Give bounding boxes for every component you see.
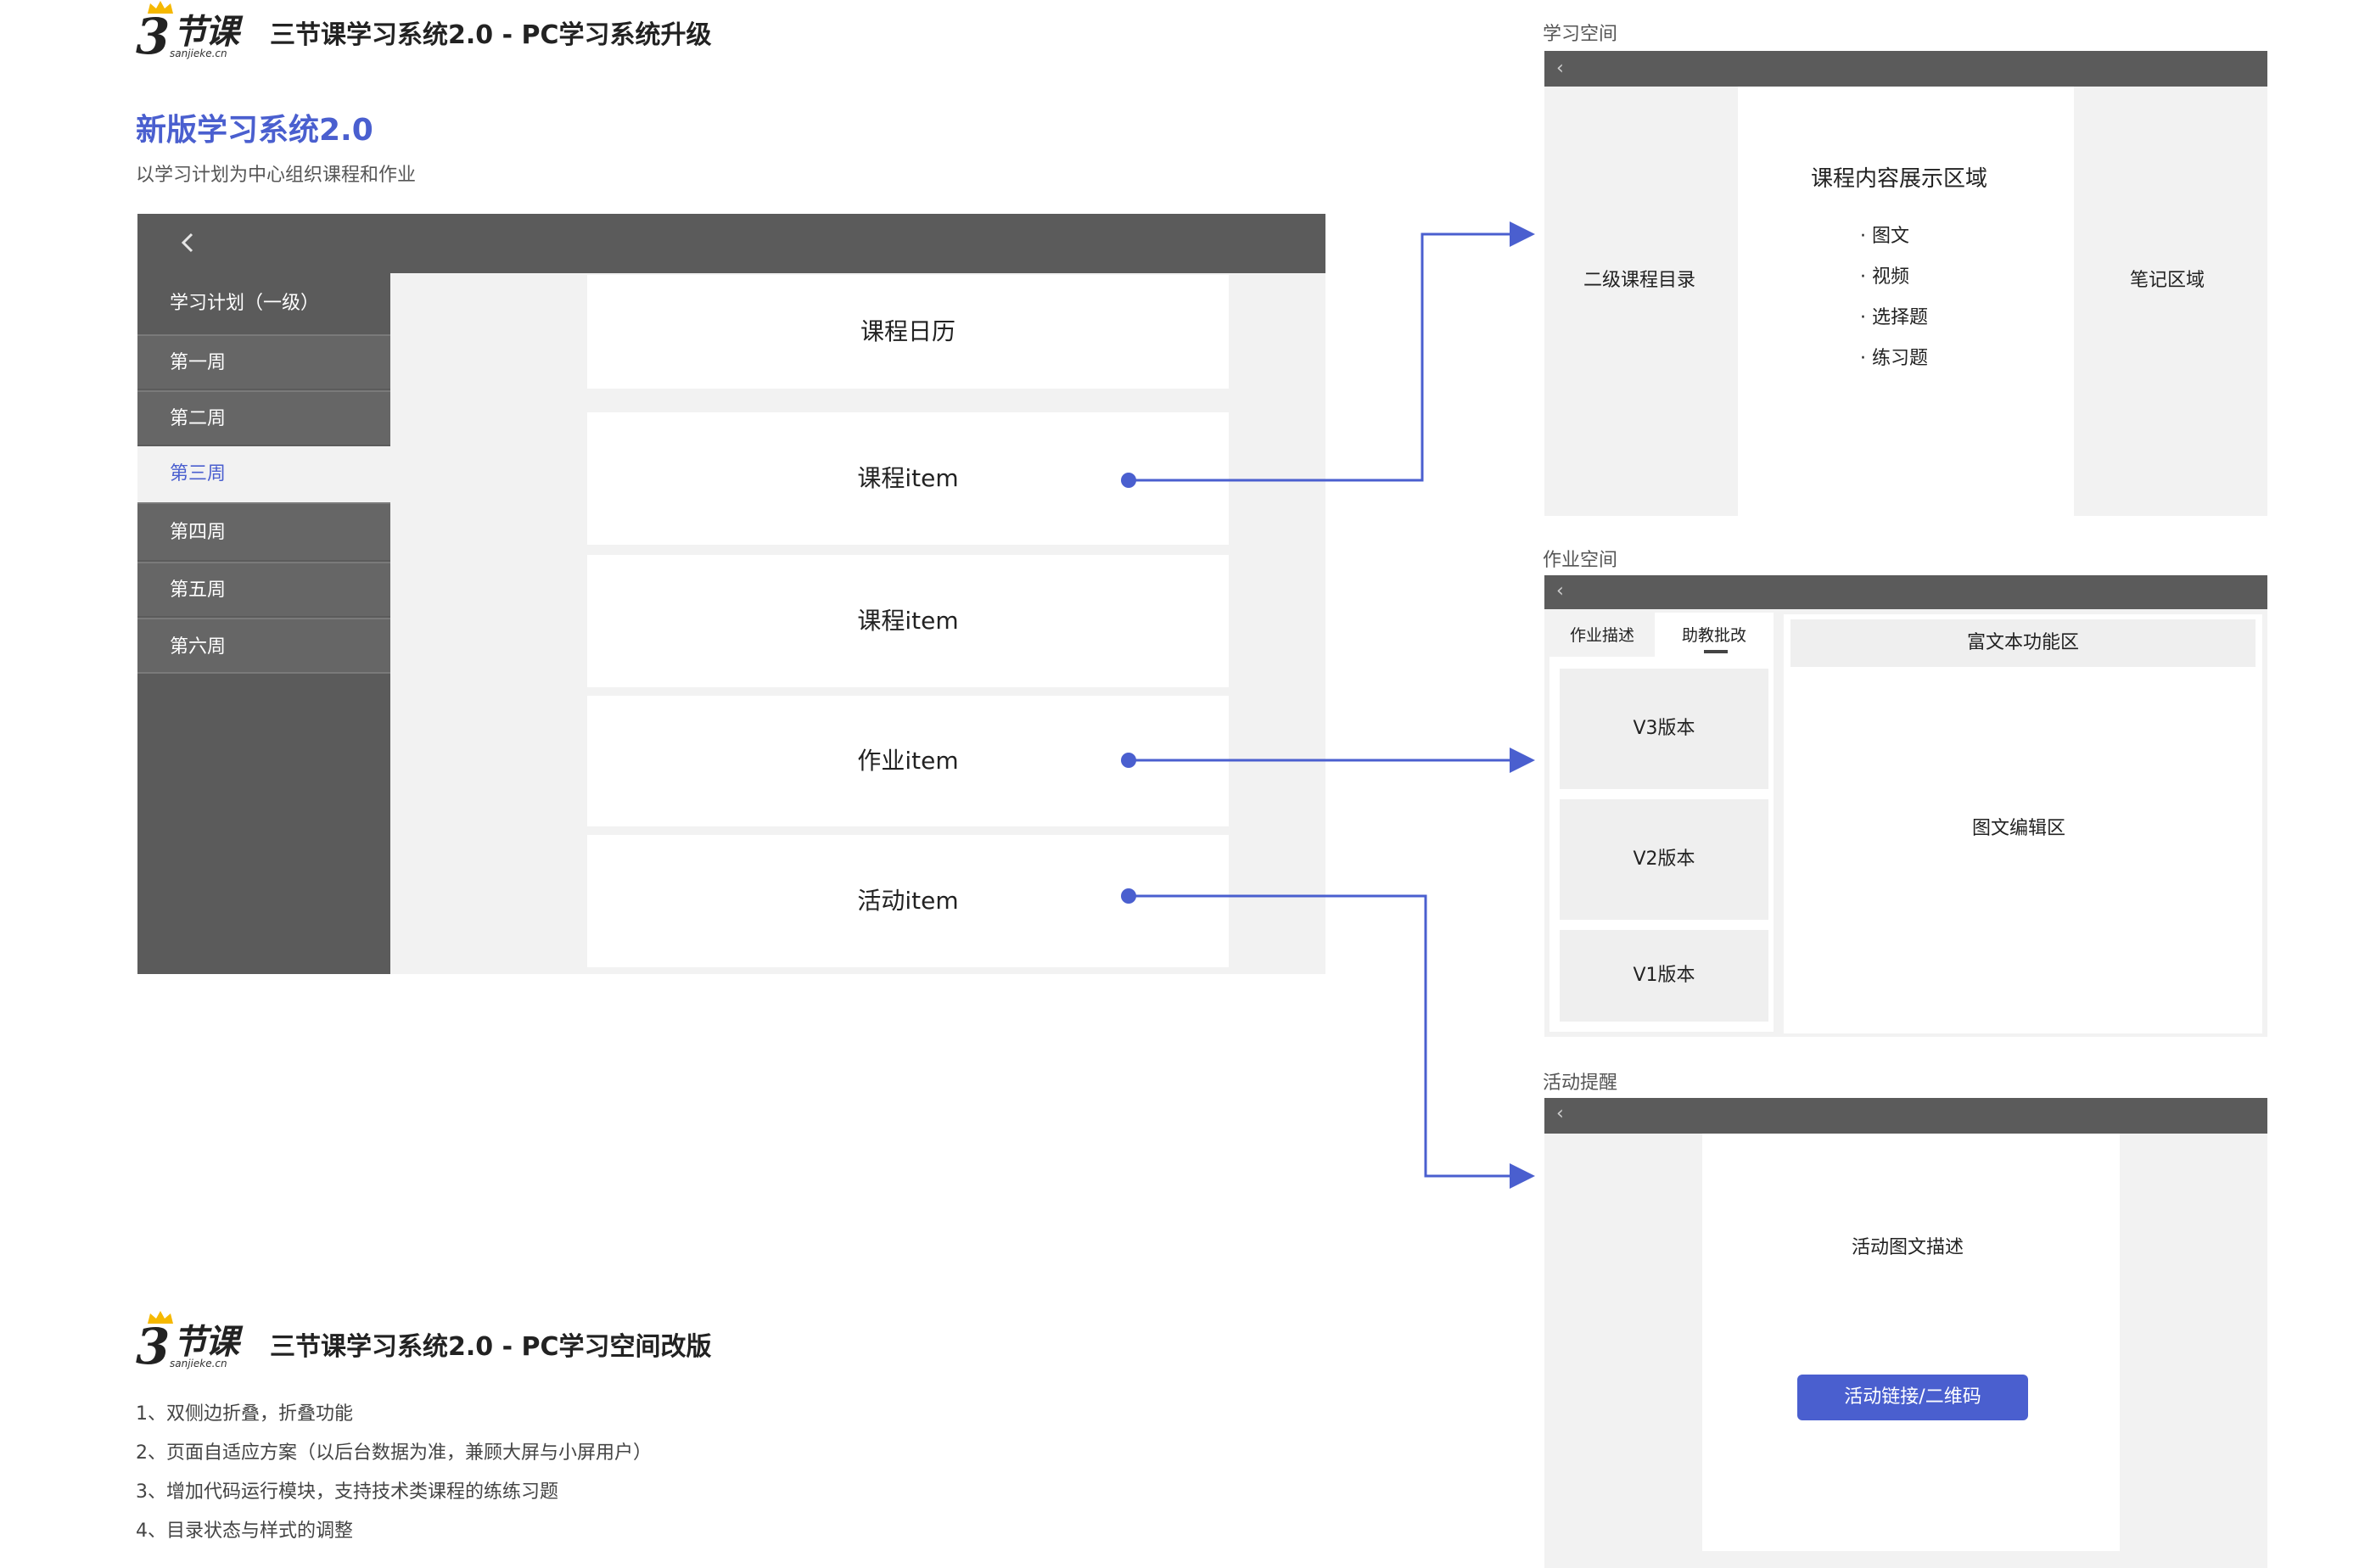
- activity-description: 活动图文描述: [1852, 1237, 1964, 1258]
- arrow-to-activity: [1129, 894, 1535, 1189]
- note-item: 3、增加代码运行模块，支持技术类课程的练练习题: [136, 1481, 558, 1503]
- activity-link-button[interactable]: 活动链接/二维码: [1797, 1375, 2028, 1420]
- homework-space-topbar: [1544, 575, 2267, 609]
- activity-topbar: [1544, 1098, 2267, 1134]
- note-item: 1、双侧边折叠，折叠功能: [136, 1403, 353, 1425]
- study-space-topbar: [1544, 51, 2267, 87]
- course-item-card[interactable]: 课程item: [587, 555, 1229, 687]
- homework-item-dot: [1121, 753, 1136, 768]
- logo-domain: sanjieke.cn: [170, 1358, 227, 1369]
- course-calendar-card[interactable]: 课程日历: [587, 275, 1229, 389]
- rich-text-toolbar[interactable]: 富文本功能区: [1790, 619, 2256, 667]
- sidebar-item-week-3[interactable]: 第三周: [137, 446, 390, 502]
- chevron-left-icon[interactable]: ‹: [1556, 58, 1564, 79]
- study-space-center: [1738, 87, 2074, 512]
- sidebar-item-week-5[interactable]: 第五周: [137, 562, 390, 616]
- back-button[interactable]: [170, 226, 204, 260]
- brand-logo: 3 节课 sanjieke.cn: [136, 1310, 246, 1371]
- intro-subtitle: 以学习计划为中心组织课程和作业: [136, 165, 417, 186]
- notes-area-label: 笔记区域: [2130, 270, 2205, 291]
- activity-content: [1702, 1134, 2120, 1551]
- study-space-label: 学习空间: [1543, 24, 1618, 45]
- version-item[interactable]: V1版本: [1560, 930, 1768, 1022]
- crown-icon: [148, 1, 173, 14]
- brand-logo: 3 节课 sanjieke.cn: [136, 0, 246, 61]
- header-title: 三节课学习系统2.0 - PC学习系统升级: [270, 20, 712, 50]
- activity-label: 活动提醒: [1543, 1072, 1618, 1094]
- study-space-left: [1544, 87, 1738, 516]
- study-space-right: [2074, 87, 2267, 516]
- logo-domain: sanjieke.cn: [170, 48, 227, 59]
- homework-tab-active-bg: [1655, 613, 1774, 657]
- logo-name: 节课: [173, 1323, 239, 1362]
- arrow-to-study-space: [1129, 221, 1535, 482]
- sidebar-plan-label: 学习计划（一级）: [137, 273, 390, 334]
- course-item-dot: [1121, 473, 1136, 488]
- chevron-left-icon[interactable]: ‹: [1556, 580, 1564, 602]
- content-type-item: · 图文: [1860, 226, 1909, 247]
- logo-number: 3: [136, 8, 171, 65]
- tab-homework-description[interactable]: 作业描述: [1569, 626, 1634, 645]
- chevron-left-icon: [181, 232, 193, 253]
- note-item: 2、页面自适应方案（以后台数据为准，兼顾大屏与小屏用户）: [136, 1442, 652, 1464]
- main-topbar: [137, 214, 1325, 273]
- version-item[interactable]: V3版本: [1560, 669, 1768, 789]
- course-item-card[interactable]: 课程item: [587, 412, 1229, 545]
- crown-icon: [148, 1311, 173, 1324]
- activity-item-card[interactable]: 活动item: [587, 835, 1229, 967]
- note-item: 4、目录状态与样式的调整: [136, 1520, 353, 1542]
- editor-area: [1784, 614, 2262, 1033]
- content-type-item: · 视频: [1860, 266, 1909, 288]
- sidebar-item-week-2[interactable]: 第二周: [137, 390, 390, 445]
- logo-name: 节课: [173, 13, 239, 52]
- homework-space-label: 作业空间: [1543, 550, 1618, 571]
- content-type-item: · 选择题: [1860, 307, 1928, 328]
- editor-label[interactable]: 图文编辑区: [1972, 818, 2066, 839]
- tab-active-indicator: [1704, 650, 1728, 653]
- sidebar-item-week-4[interactable]: 第四周: [137, 502, 390, 560]
- content-type-item: · 练习题: [1860, 348, 1928, 369]
- version-item[interactable]: V2版本: [1560, 799, 1768, 920]
- tab-ta-review[interactable]: 助教批改: [1681, 626, 1746, 645]
- logo-number: 3: [136, 1318, 171, 1375]
- activity-item-dot: [1121, 888, 1136, 904]
- chevron-left-icon[interactable]: ‹: [1556, 1103, 1564, 1124]
- sidebar-item-week-6[interactable]: 第六周: [137, 618, 390, 674]
- course-directory-label: 二级课程目录: [1583, 270, 1696, 291]
- intro-title: 新版学习系统2.0: [136, 113, 373, 148]
- sidebar-item-week-1[interactable]: 第一周: [137, 334, 390, 389]
- course-content-title: 课程内容展示区域: [1811, 166, 1988, 192]
- footer-title: 三节课学习系统2.0 - PC学习空间改版: [270, 1332, 712, 1362]
